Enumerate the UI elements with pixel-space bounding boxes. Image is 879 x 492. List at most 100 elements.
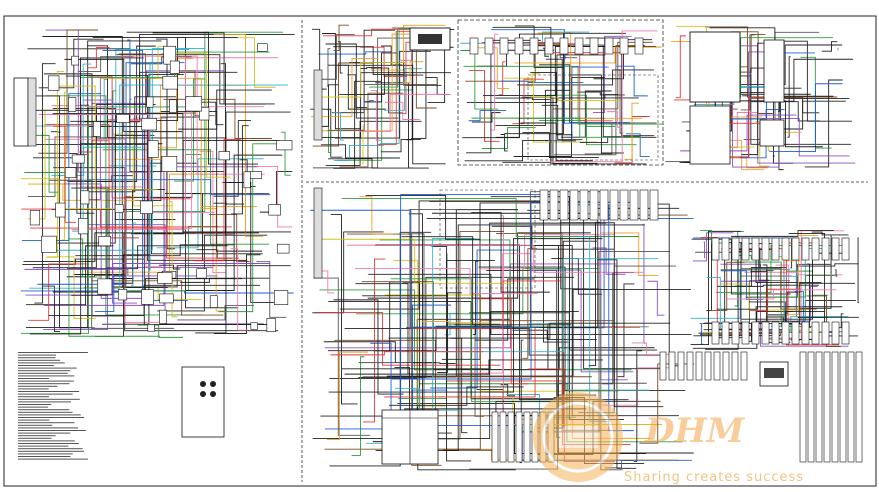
wire (231, 125, 249, 215)
note-line (18, 422, 75, 424)
component-box (199, 107, 210, 121)
component-box (831, 351, 839, 463)
wire (767, 291, 801, 316)
component-box (579, 189, 589, 221)
wire (356, 268, 598, 315)
wire (602, 367, 672, 406)
wire (370, 67, 403, 114)
note-line (18, 417, 85, 418)
wire (361, 281, 592, 378)
note-line (18, 401, 72, 403)
component-box (559, 189, 569, 221)
component-box (64, 167, 77, 178)
wire (624, 102, 640, 160)
component-box (831, 321, 840, 345)
wire (495, 97, 550, 100)
wire (631, 342, 673, 355)
component-box (639, 189, 649, 221)
wire (355, 268, 538, 295)
component-box (80, 190, 90, 205)
component-box (811, 321, 820, 345)
wire (617, 283, 635, 378)
wire (321, 270, 335, 294)
wire (786, 234, 819, 316)
wire (116, 120, 162, 268)
wire (835, 269, 838, 277)
wire (517, 69, 654, 86)
note-line (18, 396, 49, 398)
wire (463, 65, 663, 125)
wire (218, 143, 290, 313)
note-line (18, 357, 56, 359)
component-box (741, 237, 750, 261)
wire (472, 260, 479, 335)
wire (597, 259, 637, 469)
wire (358, 208, 479, 364)
wire (148, 61, 154, 271)
wire (460, 50, 499, 110)
wire (606, 111, 623, 128)
wire (690, 230, 741, 346)
wire (626, 133, 650, 157)
component-box (273, 290, 289, 305)
wire (720, 270, 764, 300)
component-box (491, 411, 499, 463)
wire (129, 225, 219, 292)
wire (587, 94, 619, 99)
wire (73, 232, 196, 275)
wire (491, 29, 635, 124)
wire (323, 341, 436, 363)
component-box (162, 75, 178, 90)
wire (320, 84, 339, 127)
component-box (268, 204, 281, 216)
note-line (18, 409, 70, 411)
component-box (163, 45, 176, 65)
note-line (18, 448, 83, 450)
wire (495, 89, 573, 127)
component-box (831, 237, 840, 261)
component-box (704, 351, 712, 381)
component-box (29, 210, 41, 226)
wire (821, 41, 838, 52)
component-box (619, 37, 629, 55)
wire (120, 55, 265, 175)
connector-right-main (313, 69, 323, 279)
component-box (559, 37, 569, 55)
watermark-logo: DHM (533, 392, 746, 482)
wire (560, 222, 664, 408)
wire (360, 46, 408, 77)
note-line (18, 378, 49, 379)
wire (762, 118, 850, 157)
wire (464, 140, 549, 162)
wire (495, 33, 563, 138)
wire (214, 254, 261, 334)
wire (421, 321, 492, 324)
wire (431, 246, 472, 462)
wire (806, 263, 811, 328)
wire (471, 117, 642, 138)
wire (385, 101, 420, 120)
wire (65, 75, 89, 106)
component-box (141, 289, 154, 305)
note-line (18, 375, 75, 377)
wire (545, 66, 609, 142)
component-box (855, 351, 863, 463)
wire (38, 114, 215, 213)
wire (500, 384, 516, 397)
component-box (823, 351, 831, 463)
wire (130, 222, 137, 286)
wire (346, 244, 644, 273)
wire (370, 89, 381, 141)
wire (585, 37, 655, 137)
wire (318, 34, 355, 80)
wire (633, 350, 643, 462)
wire (120, 196, 132, 288)
component-box (599, 189, 609, 221)
component-box (811, 237, 820, 261)
wire (311, 57, 379, 118)
note-line (18, 385, 58, 387)
note-line (18, 393, 73, 395)
note-line (18, 398, 80, 400)
wire (195, 111, 291, 334)
wire (539, 64, 630, 124)
